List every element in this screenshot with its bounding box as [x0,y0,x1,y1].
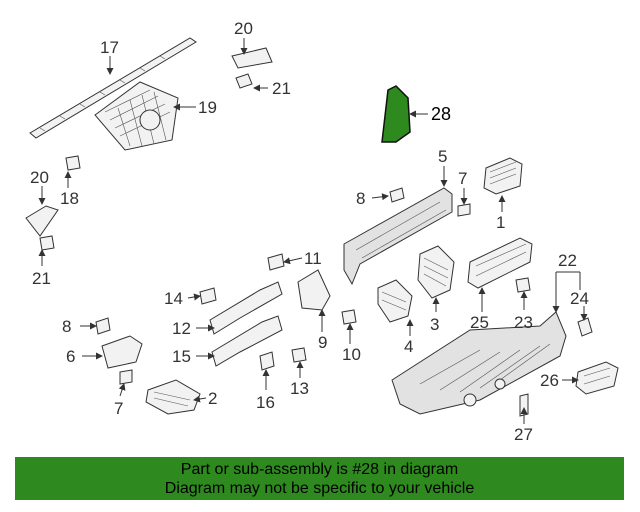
part-15-trim-panel[interactable] [211,315,283,367]
callout-10: 10 [342,345,361,364]
callout-4: 4 [404,337,413,356]
part-13-pin[interactable] [291,347,307,363]
banner-line-2: Diagram may not be specific to your vehi… [164,480,475,497]
callout-24: 24 [570,289,589,308]
callout-25: 25 [470,313,489,332]
callout-27: 27 [514,425,533,444]
callout-14: 14 [164,289,183,308]
banner-line-1: Part or sub-assembly is #28 in diagram [180,461,459,478]
highlight-banner: Part or sub-assembly is #28 in diagram D… [15,457,624,500]
callout-8-left: 8 [62,317,71,336]
part-24-clip[interactable] [577,317,593,337]
part-11-clip[interactable] [267,253,285,271]
callout-7-left: 7 [114,399,123,418]
callout-6: 6 [66,347,75,366]
parts-diagram: 17 19 20 21 28 18 20 21 5 8 7 1 3 4 25 2… [25,19,619,444]
callout-12: 12 [172,319,191,338]
callout-26: 26 [540,371,559,390]
callout-19: 19 [198,98,217,117]
part-5-trim-bar[interactable] [343,187,453,286]
part-2-vent[interactable] [145,379,201,415]
part-18-clip[interactable] [65,155,81,171]
part-8-clip[interactable] [389,187,405,203]
part-7-pin[interactable] [457,203,471,217]
callout-22: 22 [558,251,577,270]
callout-20: 20 [234,19,253,38]
callout-3: 3 [430,315,439,334]
callout-7: 7 [458,169,467,188]
callout-labels: 17 19 20 21 28 18 20 21 5 8 7 1 3 4 25 2… [30,19,589,444]
callout-5: 5 [438,147,447,166]
part-25-panel[interactable] [467,237,533,289]
callout-28: 28 [431,104,451,124]
callout-2: 2 [208,389,217,408]
callout-21-left: 21 [32,269,51,288]
part-28-cover-highlighted[interactable] [381,85,411,143]
part-19-grille-panel[interactable] [94,81,179,151]
callout-1: 1 [496,213,505,232]
part-12-trim-panel[interactable] [209,281,283,335]
callout-15: 15 [172,347,191,366]
callout-17: 17 [100,38,119,57]
part-20-panel[interactable] [25,205,59,237]
part-7-pin-left[interactable] [119,369,133,385]
callout-23: 23 [514,313,533,332]
part-3-vent[interactable] [417,245,455,299]
part-21-clip[interactable] [235,73,253,89]
part-4-vent[interactable] [377,279,413,323]
callout-11: 11 [304,249,322,268]
part-22-dash-base[interactable] [391,311,567,415]
part-6-bracket[interactable] [101,335,143,369]
part-9-bracket[interactable] [297,269,331,311]
part-8-clip-left[interactable] [95,317,111,335]
callout-18: 18 [60,189,79,208]
callout-13: 13 [290,379,309,398]
callout-9: 9 [318,333,327,352]
part-17-dash-strip[interactable] [29,37,197,139]
part-20-plate[interactable] [231,47,273,69]
callout-16: 16 [256,393,275,412]
callout-21: 21 [272,79,291,98]
part-21-clip-left[interactable] [39,235,55,251]
leader-lines [38,38,588,424]
part-26-vent[interactable] [575,361,619,395]
part-14-clip[interactable] [199,287,217,305]
part-1-vent[interactable] [483,157,523,195]
callout-20-left: 20 [30,168,49,187]
part-23-pin[interactable] [515,277,531,293]
part-10-pin[interactable] [341,309,357,325]
part-16-clip[interactable] [259,351,275,371]
callout-8: 8 [356,189,365,208]
